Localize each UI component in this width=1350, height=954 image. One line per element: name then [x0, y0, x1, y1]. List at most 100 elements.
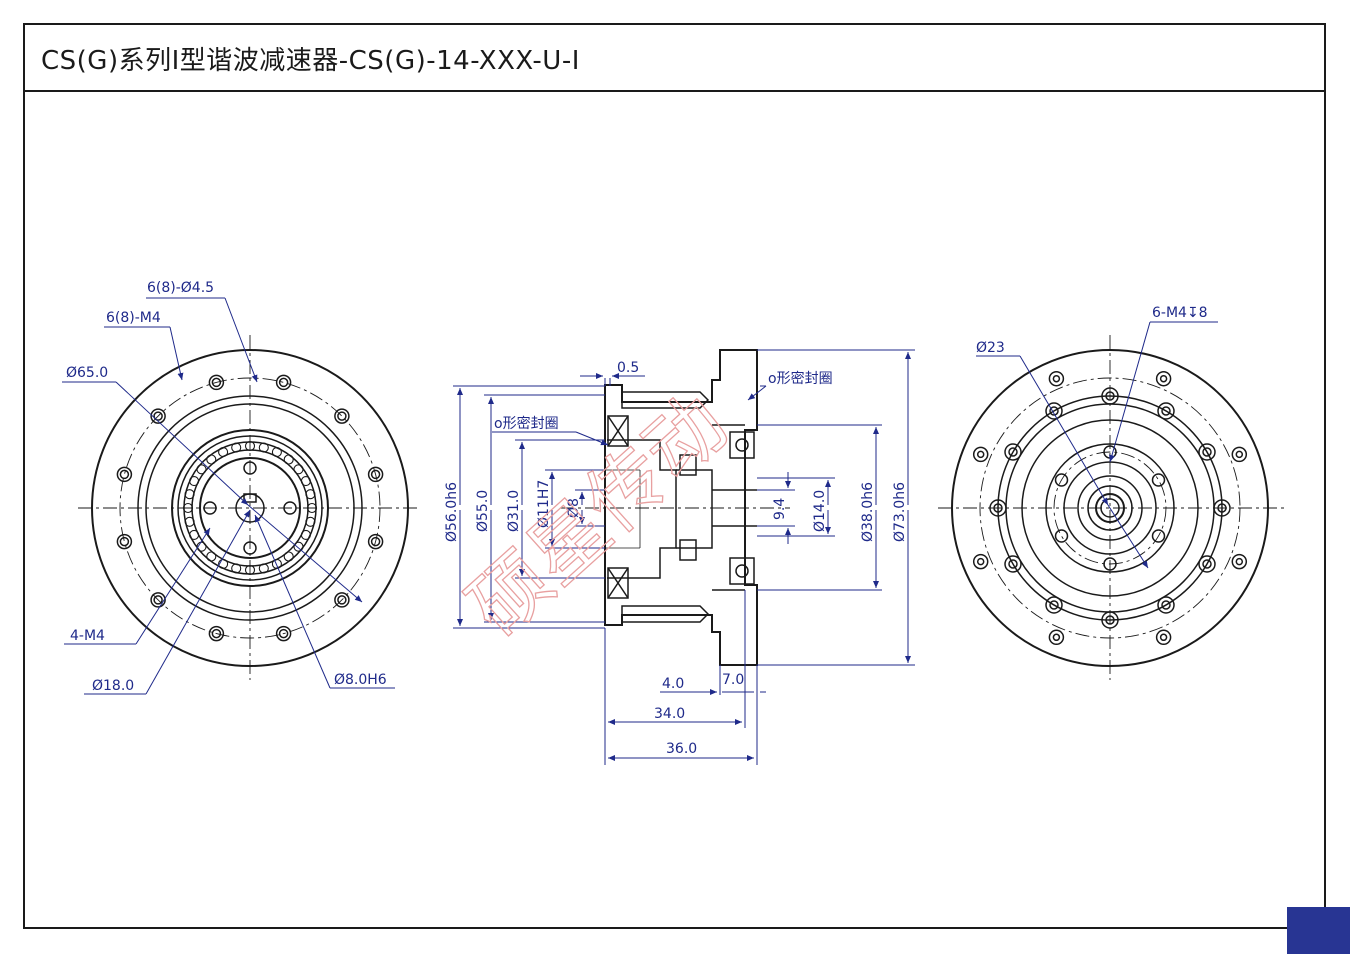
front-bearing-rollers — [182, 440, 318, 576]
label-l36: 36.0 — [666, 741, 697, 757]
back-outer-hole-inner — [976, 450, 985, 459]
back-outer-hole — [972, 553, 989, 570]
back-mid-hole-inner — [1217, 503, 1227, 513]
back-inner-hole — [1151, 473, 1166, 487]
bearing-roller — [300, 529, 311, 540]
back-outer-hole — [1048, 370, 1065, 387]
back-inner-hole — [1103, 557, 1117, 571]
bearing-roller — [231, 563, 242, 574]
front-view-dimensions: 6(8)-Ø4.5 6(8)-M4 Ø65.0 4-M4 Ø18.0 Ø8.0H… — [62, 280, 395, 695]
back-outer-hole — [1231, 553, 1248, 570]
back-mid-hole-inner — [1202, 447, 1212, 457]
label-bore: Ø8.0H6 — [334, 672, 387, 688]
mounting-hole — [275, 625, 292, 642]
back-view — [938, 335, 1288, 680]
bearing-roller — [218, 447, 229, 458]
label-inner-pcd: Ø18.0 — [92, 678, 134, 694]
bearing-roller — [244, 564, 256, 576]
label-d11: Ø11H7 — [536, 480, 552, 528]
front-outer-holes — [116, 374, 384, 642]
back-outer-hole — [972, 446, 989, 463]
bearing-roller — [258, 563, 269, 574]
back-outer-hole-inner — [1159, 374, 1168, 383]
mounting-hole-inner — [278, 377, 289, 388]
bearing-roller — [244, 440, 256, 452]
label-l34: 34.0 — [654, 706, 685, 722]
label-d38: Ø38.0h6 — [860, 482, 876, 542]
inner-tapped-hole — [243, 461, 257, 475]
front-view — [78, 335, 420, 680]
inner-tapped-hole — [243, 541, 257, 555]
back-inner-hole — [1151, 529, 1166, 543]
bearing-roller — [218, 558, 229, 569]
mounting-hole — [334, 408, 350, 424]
label-back-tapped: 6-M4↧8 — [1152, 305, 1208, 321]
front-inner-holes — [203, 461, 297, 555]
back-mid-hole — [1213, 499, 1231, 517]
back-mid-hole — [1045, 402, 1063, 420]
mounting-hole-inner — [211, 377, 222, 388]
back-mid-hole — [1101, 611, 1119, 629]
back-mid-hole-inner — [1161, 600, 1171, 610]
label-gap: 0.5 — [617, 360, 639, 376]
mounting-hole — [208, 374, 225, 391]
label-back-center: Ø23 — [976, 340, 1005, 356]
mounting-hole-inner — [153, 595, 163, 605]
back-outer-hole — [1048, 629, 1065, 646]
back-inner-hole — [1054, 473, 1069, 487]
label-d73: Ø73.0h6 — [892, 482, 908, 542]
section-view — [560, 349, 790, 666]
bearing-roller — [182, 502, 194, 514]
mounting-hole-inner — [337, 411, 347, 421]
bearing-roller — [258, 442, 269, 453]
page-title: CS(G)系列I型谐波减速器-CS(G)-14-XXX-U-I — [41, 46, 580, 76]
bearing-roller — [306, 502, 318, 514]
label-oring-top: o形密封圈 — [768, 370, 833, 387]
drawing-frame: CS(G)系列I型谐波减速器-CS(G)-14-XXX-U-I — [23, 23, 1326, 929]
mounting-hole-inner — [278, 628, 289, 639]
back-mid-hole-inner — [1105, 615, 1115, 625]
bearing-roller — [196, 464, 207, 475]
back-mid-hole — [1198, 443, 1216, 461]
label-holes-thru: 6(8)-Ø4.5 — [147, 280, 214, 296]
back-mid-hole-inner — [1161, 406, 1171, 416]
back-mid-hole — [1157, 596, 1175, 614]
label-d56: Ø56.0h6 — [444, 482, 460, 542]
mounting-hole-inner — [211, 628, 222, 639]
back-mid-hole — [1045, 596, 1063, 614]
bearing-roller — [300, 476, 311, 487]
label-d14: Ø14.0 — [812, 490, 828, 532]
bearing-roller — [271, 558, 282, 569]
mounting-hole — [367, 533, 384, 550]
mounting-hole — [208, 625, 225, 642]
label-holes-tapped: 6(8)-M4 — [106, 310, 161, 326]
back-mid-hole-inner — [1049, 406, 1059, 416]
bearing-roller — [231, 442, 242, 453]
label-d55: Ø55.0 — [475, 490, 491, 532]
bearing-roller — [293, 464, 304, 475]
mounting-hole — [116, 533, 133, 550]
label-d9-4: 9.4 — [772, 498, 788, 520]
bearing-roller — [189, 529, 200, 540]
bearing-roller — [206, 551, 217, 562]
back-outer-hole-inner — [976, 557, 985, 566]
inner-tapped-hole — [203, 501, 217, 515]
bearing-roller — [189, 476, 200, 487]
label-l4: 4.0 — [662, 676, 684, 692]
inner-tapped-hole — [283, 501, 297, 515]
bearing-roller — [271, 447, 282, 458]
label-pcd: Ø65.0 — [66, 365, 108, 381]
back-mid-holes — [989, 387, 1231, 629]
label-d8: Ø8 — [566, 498, 582, 518]
label-oring-left: o形密封圈 — [494, 415, 559, 432]
back-mid-hole — [989, 499, 1007, 517]
back-mid-hole-inner — [993, 503, 1003, 513]
back-mid-hole-inner — [1008, 559, 1018, 569]
mounting-hole — [334, 592, 350, 608]
back-outer-hole-inner — [1052, 633, 1061, 642]
bearing-roller — [283, 454, 294, 465]
back-outer-hole-inner — [1235, 557, 1244, 566]
back-mid-hole — [1004, 443, 1022, 461]
back-outer-holes — [972, 370, 1248, 646]
title-bar: CS(G)系列I型谐波减速器-CS(G)-14-XXX-U-I — [25, 25, 1324, 92]
